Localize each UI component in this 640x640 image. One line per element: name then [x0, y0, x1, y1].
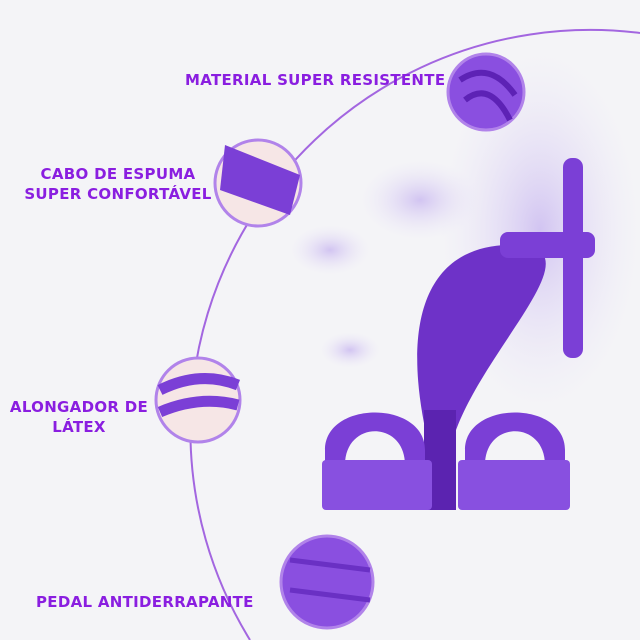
- product-image: [322, 158, 595, 510]
- detail-circle-handle: [213, 138, 303, 228]
- detail-circle-pedal: [279, 534, 375, 630]
- feature-label-handle-line1: CABO DE ESPUMA: [40, 165, 196, 183]
- feature-label-handle: CABO DE ESPUMA SUPER CONFORTÁVEL: [18, 164, 218, 204]
- feature-label-pedal: PEDAL ANTIDERRAPANTE: [36, 593, 254, 611]
- feature-label-latex: ALONGADOR DE LÁTEX: [4, 397, 154, 437]
- detail-circle-latex: [154, 356, 242, 444]
- feature-label-latex-line1: ALONGADOR DE: [9, 398, 149, 416]
- feature-label-handle-line2: SUPER CONFORTÁVEL: [24, 185, 212, 203]
- feature-label-latex-line2: LÁTEX: [52, 418, 106, 436]
- feature-label-material: MATERIAL SUPER RESISTENTE: [185, 71, 446, 89]
- detail-circle-material: [446, 52, 526, 132]
